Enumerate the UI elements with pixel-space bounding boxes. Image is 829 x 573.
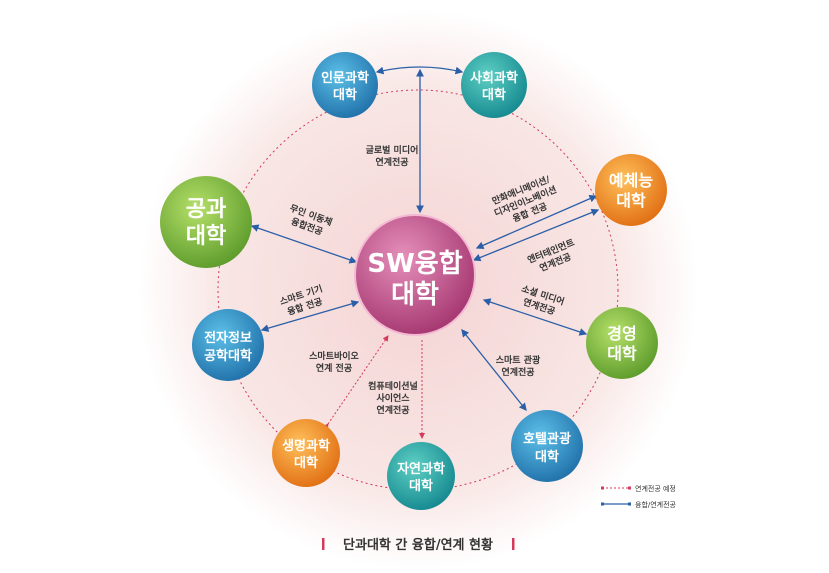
node-humanities[interactable]: 인문과학 대학	[312, 52, 378, 118]
caption-bar-right	[512, 538, 515, 550]
link-smart-tourism	[461, 328, 527, 412]
node-label: 대학	[186, 224, 226, 249]
label-computational-2: 사이언스	[376, 392, 410, 404]
node-label: 전자정보	[204, 330, 252, 346]
node-life-science[interactable]: 생명과학 대학	[272, 419, 340, 487]
legend: 연계전공 예정 융합/연계전공	[601, 484, 677, 509]
orbit-ring	[217, 89, 619, 491]
node-engineering[interactable]: 공과 대학	[160, 176, 252, 268]
link-social-media	[482, 298, 588, 336]
link-entertainment	[472, 208, 600, 262]
node-label: 대학	[482, 87, 506, 103]
label-global-media: 글로벌 미디어	[366, 144, 419, 156]
node-hotel-tourism[interactable]: 호텔관광 대학	[511, 410, 583, 482]
node-label: 공학대학	[204, 348, 252, 364]
label-smart-tourism: 스마트 관광	[496, 354, 541, 366]
label-smart-bio: 스마트바이오	[309, 350, 359, 362]
node-electronics[interactable]: 전자정보 공학대학	[192, 309, 264, 381]
caption: 단과대학 간 융합/연계 현황	[343, 537, 493, 553]
node-arts[interactable]: 예체능 대학	[595, 154, 667, 226]
link-drone	[250, 224, 358, 264]
caption-bar-left	[322, 538, 325, 550]
node-label: 예체능	[609, 171, 653, 190]
node-sw-convergence[interactable]: SW융합 대학	[354, 214, 476, 336]
link-humanities-social	[375, 66, 464, 75]
node-label: 생명과학	[282, 438, 330, 454]
node-label: 대학	[607, 344, 637, 363]
legend-active: 융합/연계전공	[635, 500, 677, 509]
node-label: 대학	[535, 449, 559, 465]
node-label: 대학	[616, 191, 646, 210]
node-business[interactable]: 경영 대학	[586, 307, 658, 379]
link-smart-bio	[322, 335, 389, 430]
node-label: 대학	[391, 280, 439, 310]
node-label: 경영	[607, 324, 636, 343]
link-smart-device	[260, 300, 360, 332]
node-natural-science[interactable]: 자연과학 대학	[387, 442, 455, 510]
label-global-media-2: 연계전공	[375, 156, 408, 168]
legend-planned: 연계전공 예정	[635, 484, 676, 493]
label-smart-tourism-2: 연계전공	[501, 366, 534, 378]
node-label: 대학	[294, 455, 318, 471]
node-label: 대학	[333, 87, 357, 103]
label-computational-3: 연계전공	[376, 404, 409, 416]
links	[250, 66, 600, 439]
node-label: 자연과학	[397, 461, 445, 477]
label-computational: 컴퓨테이션널	[368, 380, 418, 392]
node-label: 인문과학	[321, 70, 369, 86]
node-label: 호텔관광	[523, 431, 571, 447]
node-label: 대학	[409, 478, 433, 494]
label-smart-bio-2: 연계 전공	[316, 362, 352, 374]
node-social[interactable]: 사회과학 대학	[461, 52, 527, 118]
node-label: 사회과학	[470, 70, 518, 86]
node-label: SW융합	[367, 249, 462, 279]
node-label: 공과	[186, 197, 226, 222]
